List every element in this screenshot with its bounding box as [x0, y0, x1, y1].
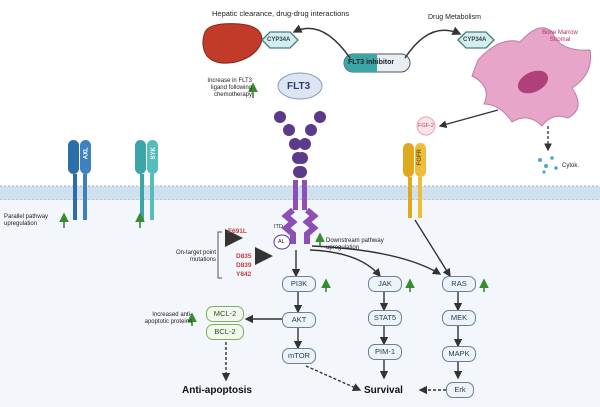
downstream-label: Downstream pathway upregulation [326, 238, 384, 251]
flt3-label: FLT3 [287, 81, 311, 92]
arrow-to-metabolism [404, 26, 462, 59]
mutation-d839: D839 [236, 262, 252, 269]
node-pim1: PIM-1 [368, 344, 402, 360]
drug-metabolism-label: Drug Metabolism [428, 14, 481, 21]
survival-outcome: Survival [364, 385, 403, 396]
bone-marrow-label: Bone Marrow Stromal [542, 30, 578, 43]
cytoplasm [0, 200, 600, 407]
node-pi3k: PI3K [282, 276, 316, 292]
mutation-bracket [217, 231, 222, 279]
node-mtor: mTOR [282, 348, 316, 364]
fgfr-receptor [403, 143, 426, 218]
mutation-d835: D835 [236, 253, 252, 260]
cyp-left-label: CYP34A [267, 37, 291, 43]
syk-receptor [135, 140, 158, 220]
node-mcl2: MCL-2 [206, 306, 244, 322]
al-loop [273, 234, 291, 250]
ligand-increase-note: Increase in FLT3 ligand following chemot… [207, 78, 252, 98]
mutation-y842: Y842 [236, 271, 252, 278]
anti-apoptosis-outcome: Anti-apoptosis [182, 385, 252, 396]
cell-membrane [0, 186, 600, 200]
node-mek: MEK [442, 310, 476, 326]
fgfr-label: FGFR [416, 149, 423, 166]
upregulation-arrows [59, 82, 489, 326]
liver-icon [202, 23, 263, 64]
cyp-right-label: CYP34A [463, 37, 487, 43]
al-label: AL [278, 239, 285, 245]
node-jak: JAK [368, 276, 402, 292]
axl-receptor [68, 140, 91, 220]
itd-label: ITD [274, 224, 283, 230]
stromal-nucleus [517, 70, 549, 94]
anti-apoptotic-label: Increased anti-apoptotic proteins [144, 312, 192, 325]
node-mapk: MAPK [442, 346, 476, 362]
fgf2-label: FGF-2 [418, 123, 434, 129]
node-erk: Erk [446, 382, 474, 398]
cytokine-dots [538, 156, 558, 174]
cytokine-label: Cytok. [562, 163, 580, 169]
node-stat5: STAT5 [368, 310, 402, 326]
flt3-receptor [273, 111, 326, 250]
node-bcl2: BCL-2 [206, 324, 244, 340]
on-target-label: On-target point mutations [175, 250, 216, 263]
flt3-label-bubble [277, 72, 323, 100]
cyp-right-hexagon [457, 31, 495, 49]
syk-label: SYK [150, 147, 157, 160]
cyp-left-hexagon [261, 31, 299, 49]
arrow-to-liver [292, 24, 351, 59]
hepatic-clearance-label: Hepatic clearance, drug-drug interaction… [212, 9, 350, 18]
parallel-pathway-label: Parallel pathway upregulation [4, 214, 49, 227]
fgf2-ligand [416, 116, 436, 136]
axl-label: AXL [83, 147, 90, 160]
mutation-f691l: F691L [228, 228, 247, 235]
inhibitor-label: FLT3 inhibitor [348, 59, 395, 66]
node-akt: AKT [282, 312, 316, 328]
node-ras: RAS [442, 276, 476, 292]
